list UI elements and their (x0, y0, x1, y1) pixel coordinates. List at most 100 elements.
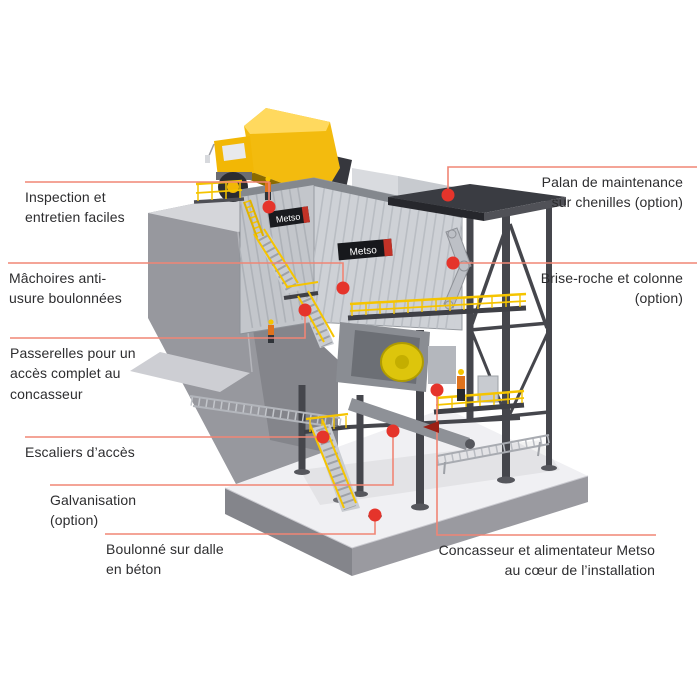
canopy-top (388, 184, 566, 213)
railing-toprail (285, 281, 319, 288)
stair-handrail (307, 290, 335, 338)
discharge-conveyor (348, 398, 470, 450)
tower-brace (508, 223, 549, 329)
leader-dot-passerelles (298, 303, 312, 317)
leader-galvanisation (50, 437, 394, 486)
stair-handrail (309, 423, 345, 509)
worker-legs (457, 389, 465, 401)
label-boulonne: Boulonné sur dalle en béton (106, 541, 224, 578)
breaker-joint (447, 229, 457, 239)
steel-structure (298, 200, 552, 505)
railing-midrail (195, 189, 243, 194)
metso-logo-text: Metso (349, 245, 378, 258)
worker-vest (268, 325, 274, 335)
ladder-rail (243, 201, 259, 241)
leader-dot-briseroche (446, 256, 460, 270)
railing-midrail (435, 397, 525, 406)
station-right-ribs (314, 178, 462, 330)
railing-toprail (349, 292, 527, 306)
base-plate (411, 503, 429, 511)
label-concasseur: Concasseur et alimentateur Metso au cœur… (438, 542, 655, 579)
worker-vest (265, 182, 271, 192)
leader-dot-boulonne (368, 508, 382, 522)
truss-leg (443, 461, 446, 475)
banner-background (268, 206, 310, 228)
leader-boulonne (105, 521, 376, 535)
base-plate (294, 469, 310, 475)
foundation-slab (224, 408, 589, 576)
ladder-rungs (243, 199, 265, 241)
maintenance-crane-canopy (388, 184, 566, 221)
truck-windshield (222, 143, 246, 161)
rock-breaker-arm (443, 227, 472, 310)
slab-right-face (352, 476, 588, 576)
electrical-cabinet (477, 375, 499, 403)
conveyor-truss-ground (436, 434, 550, 475)
worker-helmet (265, 176, 271, 182)
metso-banner-2: Metso (337, 238, 393, 261)
landing-deck (283, 291, 319, 300)
railing-toprail (305, 412, 349, 421)
leader-passerelles (10, 316, 306, 339)
base-plate (497, 476, 515, 484)
tower-beam (469, 321, 550, 332)
leader-arrow-concasseur (423, 421, 439, 433)
crusher-machinery (336, 322, 499, 450)
truss-leg (537, 441, 541, 457)
truck-mirror (205, 155, 210, 163)
worker-legs (268, 335, 274, 343)
leader-dot-concasseur (430, 383, 444, 397)
workers (265, 176, 465, 401)
metso-banner-1: Metso (268, 206, 310, 228)
truss-chord (189, 395, 341, 419)
ladder-rail (249, 199, 265, 239)
walkway-deck (433, 402, 525, 415)
metso-logo-text: Metso (275, 211, 301, 224)
leader-dot-inspection (262, 200, 276, 214)
worker (268, 319, 274, 343)
platform-deck (193, 197, 245, 204)
drive-motor (428, 346, 456, 384)
worker (457, 369, 465, 401)
leader-dot-palan (441, 188, 455, 202)
canopy-right-edge (484, 197, 566, 221)
conveyor-head-pulley (465, 439, 475, 449)
banner-red-tip (301, 206, 310, 223)
worker-legs (265, 192, 271, 200)
stair-handrail (297, 295, 325, 343)
truss-chord (436, 443, 550, 466)
truck-bed-top (244, 108, 330, 134)
leader-machoires (8, 262, 344, 282)
base-plate (352, 491, 368, 497)
leader-lines (8, 166, 697, 536)
tower-brace (508, 329, 551, 415)
truss-lattice (190, 396, 342, 428)
leader-dot-galvanisation (386, 424, 400, 438)
label-galvanisation: Galvanisation (option) (50, 492, 137, 529)
label-palan: Palan de maintenance sur chenilles (opti… (541, 174, 683, 211)
worker-helmet (268, 319, 274, 325)
truss-chord (436, 434, 550, 457)
leader-palan (447, 166, 697, 189)
label-escaliers: Escaliers d’accès (25, 444, 135, 460)
banner-background (337, 238, 393, 261)
banner-red-tip (383, 238, 393, 257)
conveyor-truss-left (189, 395, 343, 429)
concrete-step-top (130, 352, 250, 392)
slab-edge-line (224, 475, 589, 549)
label-machoires: Mâchoires anti- usure boulonnées (9, 270, 122, 307)
leader-concasseur (436, 396, 656, 536)
leader-dot-escaliers (316, 430, 330, 444)
stair-handrail (253, 233, 289, 289)
leader-dots (262, 188, 460, 522)
column-base-plates (294, 465, 557, 519)
station-top-edge (240, 178, 314, 197)
label-inspection: Inspection et entretien faciles (25, 189, 125, 226)
tower-brace (470, 331, 508, 417)
railing-midrail (349, 300, 527, 312)
slab-shadow (300, 440, 560, 505)
canopy-front-edge (388, 197, 484, 221)
stair-handrail (263, 228, 299, 284)
